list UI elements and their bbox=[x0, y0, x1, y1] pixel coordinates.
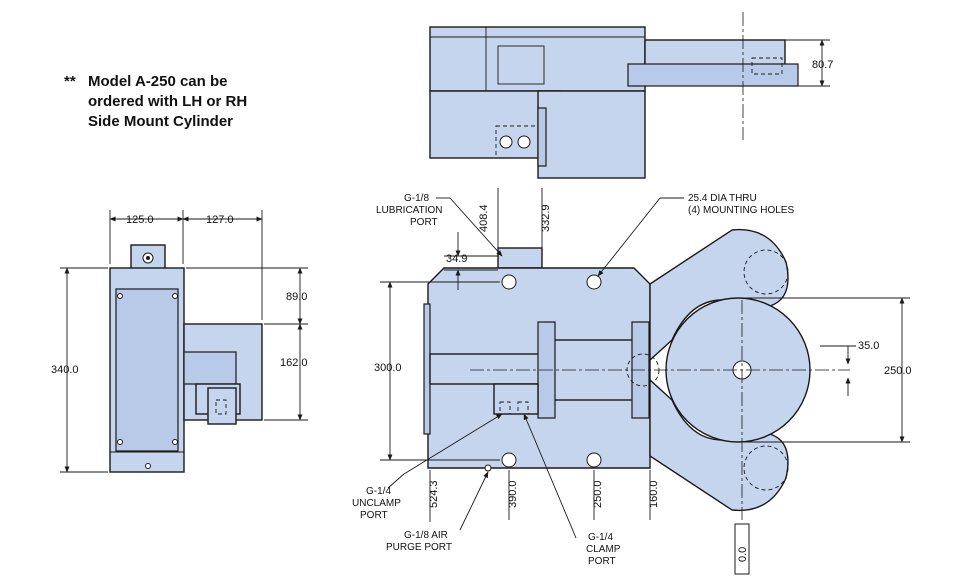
mounting-holes-label-2: (4) MOUNTING HOLES bbox=[688, 205, 794, 216]
unclamp-label-3: PORT bbox=[360, 510, 388, 521]
dim-127: 127.0 bbox=[206, 214, 234, 226]
dim-390: 390.0 bbox=[507, 480, 519, 508]
model-note: ** Model A-250 can be ordered with LH or… bbox=[64, 72, 304, 132]
front-view-rod bbox=[429, 353, 543, 385]
lower-jaw-arm bbox=[649, 378, 789, 512]
dim-162: 162.0 bbox=[280, 357, 308, 369]
upper-jaw-arm bbox=[649, 228, 789, 362]
dim-125: 125.0 bbox=[126, 214, 154, 226]
unclamp-label-1: G-1/4 bbox=[366, 486, 391, 497]
purge-label-2: PURGE PORT bbox=[386, 542, 452, 553]
note-line-1: Model A-250 can be bbox=[88, 73, 228, 90]
note-line-3: Side Mount Cylinder bbox=[88, 113, 234, 130]
clamp-label-3: PORT bbox=[588, 556, 616, 567]
dim-89: 89.0 bbox=[286, 291, 307, 303]
note-asterisks: ** bbox=[64, 73, 76, 90]
top-view: 80.7 bbox=[429, 12, 833, 179]
mounting-hole-tr bbox=[586, 274, 602, 290]
dim-0: 0.0 bbox=[737, 547, 749, 562]
mounting-holes-label-1: 25.4 DIA THRU bbox=[688, 193, 757, 204]
side-view-port-block bbox=[207, 387, 237, 425]
top-view-rod bbox=[627, 63, 799, 87]
dim-408-4: 408.4 bbox=[478, 204, 490, 232]
lubrication-label-3: PORT bbox=[410, 217, 438, 228]
dim-524-3: 524.3 bbox=[428, 480, 440, 508]
side-view-cover-plate bbox=[115, 288, 179, 452]
clamp-label-1: G-1/4 bbox=[588, 532, 613, 543]
dim-250-bottom: 250.0 bbox=[592, 480, 604, 508]
dim-35: 35.0 bbox=[858, 340, 879, 352]
dim-80-7: 80.7 bbox=[812, 59, 833, 71]
top-view-window bbox=[497, 45, 545, 85]
top-view-cylinder bbox=[537, 90, 646, 179]
clamp-label-2: CLAMP bbox=[586, 544, 621, 555]
unclamp-label-2: UNCLAMP bbox=[352, 498, 401, 509]
front-view-port-block bbox=[493, 383, 539, 415]
mounting-hole-br bbox=[586, 452, 602, 468]
dim-332-9: 332.9 bbox=[540, 204, 552, 232]
lubrication-label-2: LUBRICATION bbox=[376, 205, 443, 216]
dim-340: 340.0 bbox=[51, 364, 79, 376]
dim-300: 300.0 bbox=[374, 362, 402, 374]
dim-160: 160.0 bbox=[648, 480, 660, 508]
lubrication-label-1: G-1/8 bbox=[404, 193, 429, 204]
top-view-body bbox=[429, 26, 646, 92]
purge-label-1: G-1/8 AIR bbox=[404, 530, 448, 541]
mounting-hole-tl bbox=[501, 274, 517, 290]
dim-250-right: 250.0 bbox=[884, 365, 912, 377]
side-view: 125.0 127.0 340.0 89.0 162.0 bbox=[51, 210, 308, 473]
zero-datum-box bbox=[734, 523, 750, 575]
front-view: 25.4 DIA THRU (4) MOUNTING HOLES G-1/8 L… bbox=[352, 188, 912, 575]
dim-34-9: 34.9 bbox=[446, 253, 467, 265]
note-line-2: ordered with LH or RH bbox=[88, 93, 248, 110]
lubrication-port-boss bbox=[497, 247, 543, 269]
mounting-hole-bl bbox=[501, 452, 517, 468]
